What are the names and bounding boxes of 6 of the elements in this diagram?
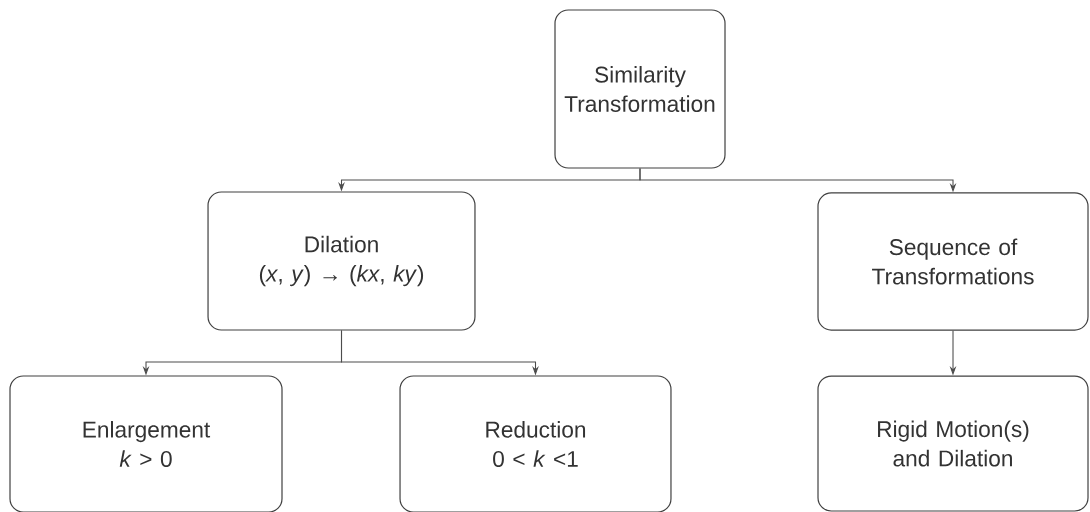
process-box: Rigid Motion(s) and Dilation [817,375,1089,512]
process-box: Similarity Transformation [554,9,726,169]
process-box: Sequence of Transformations [817,192,1089,331]
process-box: Reduction 0 < k <1 [399,375,672,512]
process-box: Dilation (x, y) → (kx, ky) [207,191,476,331]
process-box: Enlargement k > 0 [9,375,283,512]
